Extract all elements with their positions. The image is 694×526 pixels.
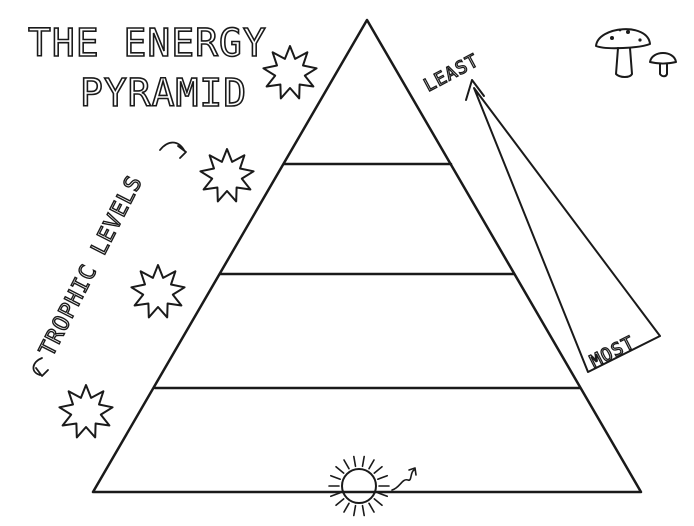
sun-icon [328, 455, 390, 517]
sun-ray [343, 502, 350, 513]
sun-ray [353, 504, 357, 517]
pyramid-outline [91, 18, 643, 494]
energy-least-label: LEAST [420, 50, 482, 96]
trophic-levels-label-group: TROPHIC LEVELS [32, 141, 187, 377]
sun-ray [335, 498, 345, 507]
sun-ray [361, 504, 365, 517]
level-markers [58, 45, 318, 439]
sun-ray [376, 474, 389, 480]
starburst-icon [199, 148, 255, 203]
mushroom-icon [595, 28, 651, 78]
sun-ray [343, 459, 350, 470]
title-line-2: PYRAMID [80, 71, 247, 115]
sun-ray [368, 502, 375, 513]
sun-ray [376, 492, 389, 498]
energy-wedge [473, 87, 661, 373]
sun-ray [353, 455, 357, 468]
curved-arrow-icon [159, 141, 187, 159]
squiggle-arrow-icon [391, 467, 417, 491]
energy-most-label: MOST [587, 332, 639, 372]
starburst-icon [130, 264, 186, 319]
curved-arrow-icon [32, 357, 49, 377]
sun-ray [373, 498, 383, 507]
trophic-levels-label: TROPHIC LEVELS [35, 172, 148, 361]
sun-ray [368, 459, 375, 470]
mushroom-icon [649, 52, 677, 78]
title-line-1: THE ENERGY [28, 21, 267, 65]
sun-ray [335, 465, 345, 474]
sun-ray [373, 465, 383, 474]
pyramid [91, 18, 643, 494]
energy-scale: LEAST MOST [420, 49, 661, 373]
sun-ray [361, 455, 365, 468]
starburst-icon [58, 384, 114, 439]
starburst-icon [262, 45, 318, 100]
sun-ray [329, 492, 342, 498]
sun-ray [329, 474, 342, 480]
arrow-up-icon [465, 79, 485, 101]
